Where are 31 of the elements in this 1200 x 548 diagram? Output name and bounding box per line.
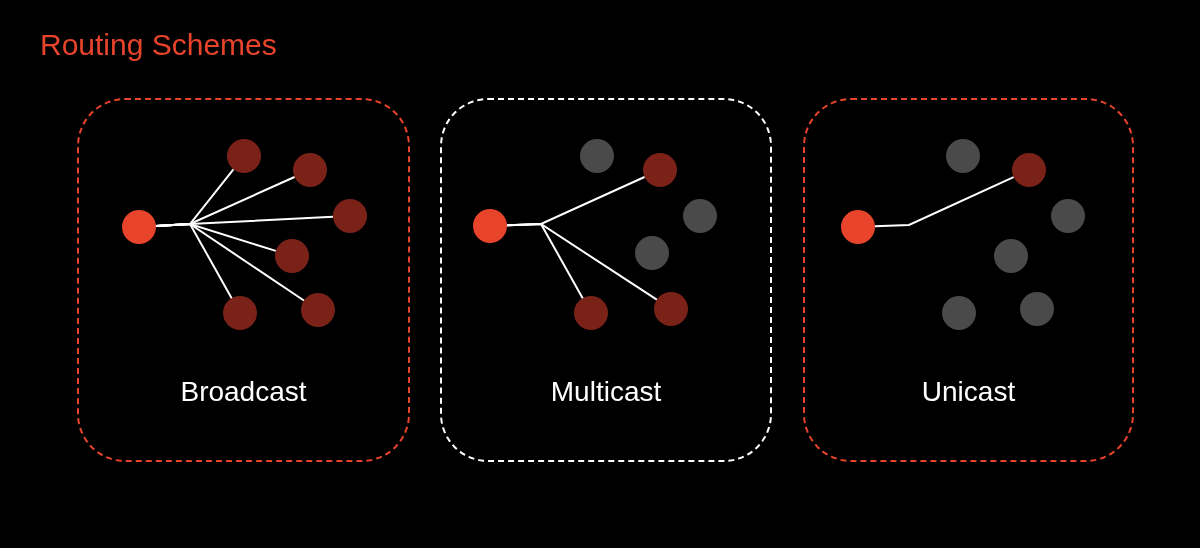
network-node xyxy=(227,139,261,173)
diagram-title: Routing Schemes xyxy=(40,28,277,62)
dashed-panel xyxy=(77,98,410,462)
network-node xyxy=(1020,292,1054,326)
network-node xyxy=(683,199,717,233)
network-node xyxy=(654,292,688,326)
network-node xyxy=(841,210,875,244)
network-node xyxy=(580,139,614,173)
network-node xyxy=(223,296,257,330)
connection-line xyxy=(874,176,1015,228)
network-node xyxy=(275,239,309,273)
network-node xyxy=(994,239,1028,273)
connection-line xyxy=(154,223,305,302)
network-node xyxy=(574,296,608,330)
network-node xyxy=(1012,153,1046,187)
dashed-panel xyxy=(803,98,1134,462)
dashed-panel xyxy=(440,98,772,462)
network-node xyxy=(1051,199,1085,233)
panel-label: Multicast xyxy=(549,376,663,408)
network-node xyxy=(333,199,367,233)
panel-label: Unicast xyxy=(920,376,1017,408)
network-node xyxy=(635,236,669,270)
network-node xyxy=(643,153,677,187)
network-node xyxy=(942,296,976,330)
network-node xyxy=(473,209,507,243)
network-node xyxy=(301,293,335,327)
network-node xyxy=(293,153,327,187)
network-node xyxy=(946,139,980,173)
connection-line xyxy=(506,223,658,301)
network-node xyxy=(122,210,156,244)
panel-label: Broadcast xyxy=(179,376,308,408)
